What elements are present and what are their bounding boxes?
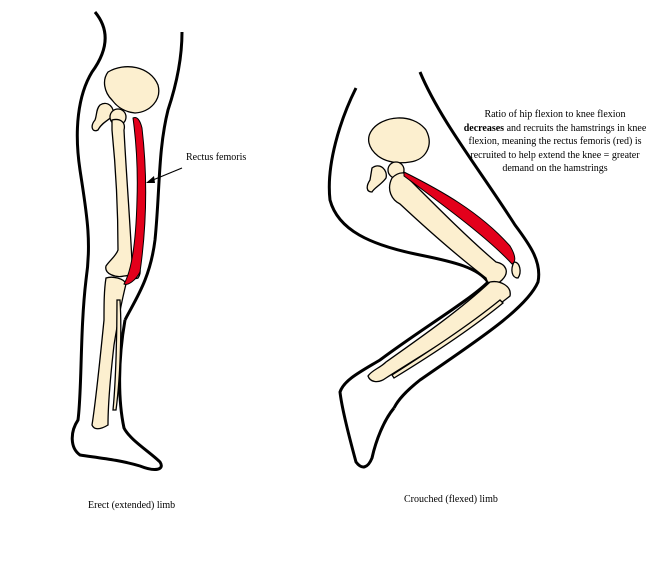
hip-bone — [366, 165, 387, 193]
note-rest: and recruits the hamstrings in knee flex… — [468, 122, 647, 175]
fibula — [112, 299, 122, 411]
note-line1: Ratio of hip flexion to knee flexion — [484, 109, 626, 120]
note-bold: decreases — [463, 122, 505, 134]
erect-rectus-femoris — [123, 117, 147, 285]
tibia — [367, 280, 511, 383]
patella — [511, 261, 521, 279]
crouched-leg-front-outline — [392, 71, 541, 409]
hip-bone — [91, 102, 114, 132]
rectus-femoris-label: Rectus femoris — [186, 152, 247, 163]
fibula — [391, 299, 504, 379]
erect-bones — [91, 66, 160, 430]
pelvis — [367, 117, 430, 164]
erect-leg — [70, 11, 184, 471]
crouched-leg-back-outline — [327, 87, 490, 469]
erect-caption: Erect (extended) limb — [88, 500, 176, 511]
crouched-rectus-femoris — [403, 171, 516, 265]
pelvis — [103, 66, 160, 114]
explanation-note: Ratio of hip flexion to knee flexion dec… — [462, 108, 648, 176]
arrow-head-icon — [146, 176, 155, 183]
crouched-bones — [366, 117, 521, 383]
crouched-leg — [327, 71, 541, 469]
erect-leg-front-outline — [123, 31, 184, 321]
crouched-caption: Crouched (flexed) limb — [404, 494, 498, 505]
femur — [105, 118, 135, 278]
erect-leg-back-outline — [70, 11, 163, 471]
